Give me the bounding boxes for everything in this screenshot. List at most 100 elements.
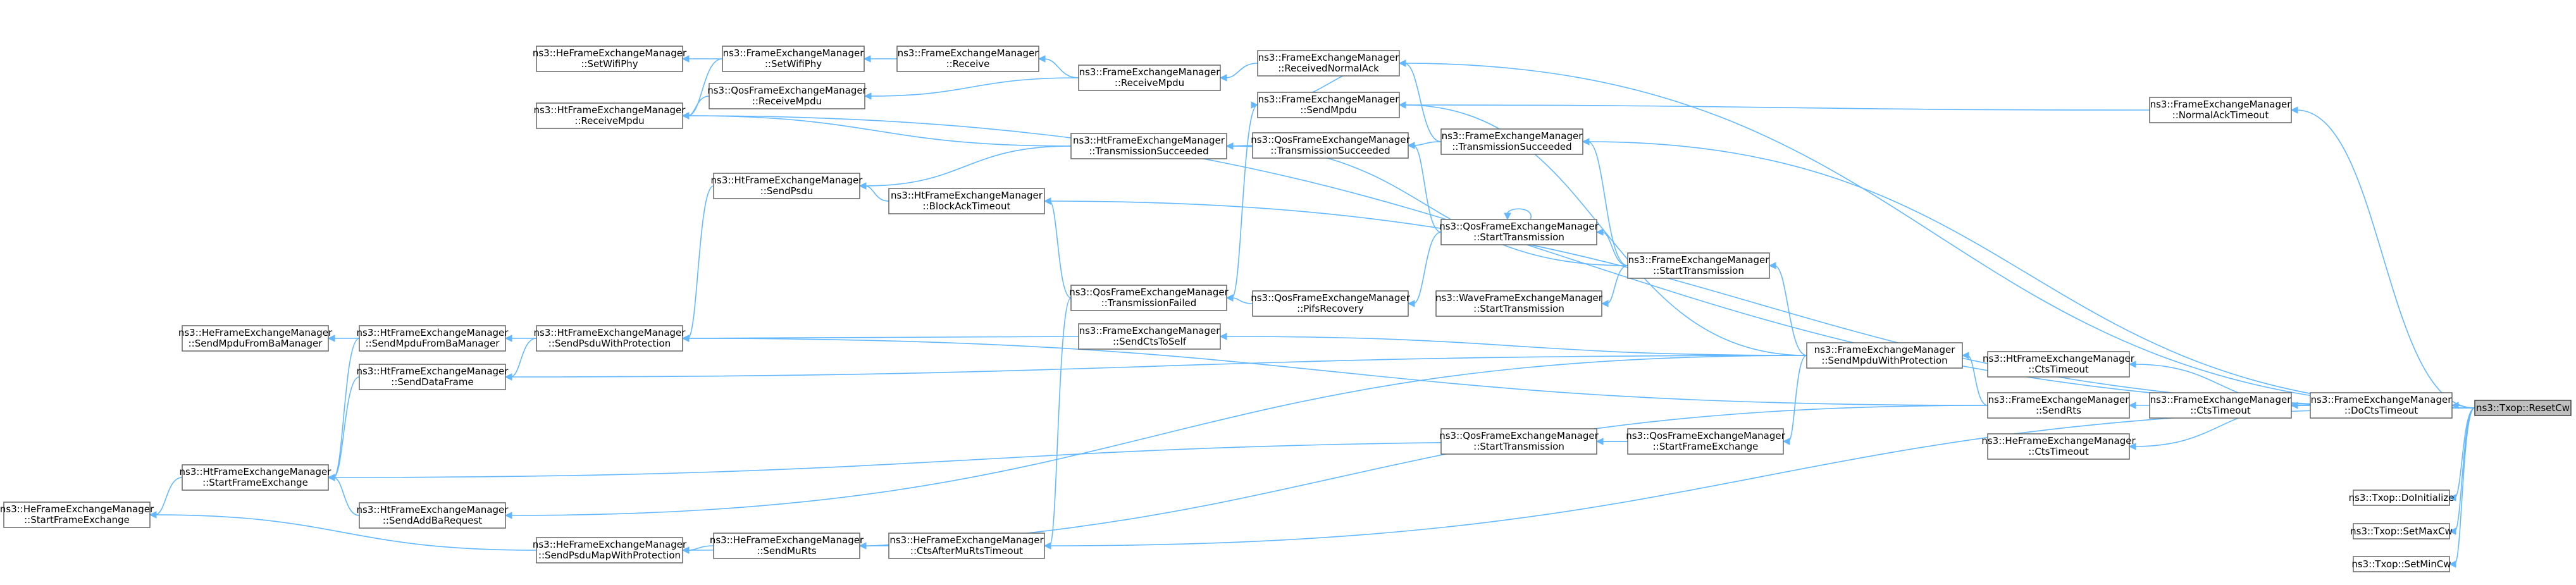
graph-node-do-initialize[interactable]: ns3::Txop::DoInitialize xyxy=(2349,490,2455,506)
graph-node-hefem-send-mpdu-from-ba-manager[interactable]: ns3::HeFrameExchangeManager::SendMpduFro… xyxy=(178,325,333,352)
graph-node-hefem-cts-after-mu-rts-timeout[interactable]: ns3::HeFrameExchangeManager::CtsAfterMuR… xyxy=(888,533,1045,559)
node-label-line1: ns3::HtFrameExchangeManager xyxy=(711,175,864,186)
graph-node-wfem-start-transmission[interactable]: ns3::WaveFrameExchangeManager::StartTran… xyxy=(1435,290,1603,317)
graph-node-fem-send-rts[interactable]: ns3::FrameExchangeManager::SendRts xyxy=(1987,392,2130,419)
node-label-line2: ::SendAddBaRequest xyxy=(383,515,482,526)
graph-node-htfem-send-mpdu-from-ba-manager[interactable]: ns3::HtFrameExchangeManager::SendMpduFro… xyxy=(357,325,509,352)
node-box xyxy=(1078,65,1221,91)
graph-node-fem-receive-mpdu[interactable]: ns3::FrameExchangeManager::ReceiveMpdu xyxy=(1078,65,1221,91)
graph-node-htfem-block-ack-timeout[interactable]: ns3::HtFrameExchangeManager::BlockAckTim… xyxy=(888,188,1045,214)
graph-node-fem-send-cts-to-self[interactable]: ns3::FrameExchangeManager::SendCtsToSelf xyxy=(1078,323,1221,350)
graph-node-hefem-start-frame-exchange[interactable]: ns3::HeFrameExchangeManager::StartFrameE… xyxy=(0,502,154,528)
edge-arrowhead xyxy=(858,542,867,550)
graph-node-hefem-send-psdu-map-with-protection[interactable]: ns3::HeFrameExchangeManager::SendPsduMap… xyxy=(533,537,687,563)
node-box xyxy=(888,533,1045,559)
graph-node-qfem-pifs-recovery[interactable]: ns3::QosFrameExchangeManager::PifsRecove… xyxy=(1251,290,1411,317)
edges-layer xyxy=(149,55,2475,568)
graph-node-htfem-transmission-succeeded[interactable]: ns3::HtFrameExchangeManager::Transmissio… xyxy=(1070,133,1227,159)
graph-node-qfem-transmission-succeeded[interactable]: ns3::QosFrameExchangeManager::Transmissi… xyxy=(1251,132,1411,159)
graph-node-qfem-start-transmission-a[interactable]: ns3::QosFrameExchangeManager::StartTrans… xyxy=(1439,219,1599,245)
edge xyxy=(510,338,537,378)
node-label-line1: ns3::HeFrameExchangeManager xyxy=(533,47,687,59)
edge-arrowhead xyxy=(863,55,871,63)
node-box xyxy=(2149,97,2292,123)
node-label-line2: ::NormalAckTimeout xyxy=(2172,109,2269,121)
node-label-line2: ::ReceiveMpdu xyxy=(1115,77,1184,89)
node-label-line2: ::PifsRecovery xyxy=(1297,303,1364,314)
node-label-line1: ns3::HtFrameExchangeManager xyxy=(1983,353,2135,364)
node-label-line1: ns3::QosFrameExchangeManager xyxy=(1439,221,1599,232)
node-label-line2: ::BlockAckTimeout xyxy=(923,200,1011,212)
node-label-line1: ns3::QosFrameExchangeManager xyxy=(1626,430,1785,441)
node-label-line2: ::SendCtsToSelf xyxy=(1113,336,1187,347)
node-label-line1: ns3::Txop::SetMinCw xyxy=(2351,558,2451,570)
graph-node-fem-normal-ack-timeout[interactable]: ns3::FrameExchangeManager::NormalAckTime… xyxy=(2149,97,2292,123)
edge-arrowhead xyxy=(681,335,690,342)
edge xyxy=(1601,231,1628,266)
edge-arrowhead xyxy=(1219,333,1227,340)
graph-node-hefem-set-wifi-phy[interactable]: ns3::HeFrameExchangeManager::SetWifiPhy xyxy=(533,46,687,72)
node-box xyxy=(1440,219,1597,245)
graph-node-fem-receive[interactable]: ns3::FrameExchangeManager::Receive xyxy=(896,46,1039,72)
edge xyxy=(869,77,1079,97)
node-box xyxy=(1987,392,2130,419)
graph-node-set-min-cw[interactable]: ns3::Txop::SetMinCw xyxy=(2351,556,2451,572)
node-box xyxy=(2353,490,2450,506)
edge xyxy=(1413,145,1442,233)
node-label-line2: ::CtsTimeout xyxy=(2028,364,2089,375)
node-label-line1: ns3::HeFrameExchangeManager xyxy=(1981,435,2136,446)
node-box xyxy=(182,325,329,352)
graph-node-htfem-cts-timeout[interactable]: ns3::HtFrameExchangeManager::CtsTimeout xyxy=(1983,351,2135,378)
graph-node-fem-transmission-succeeded[interactable]: ns3::FrameExchangeManager::TransmissionS… xyxy=(1440,128,1583,155)
graph-node-fem-start-transmission[interactable]: ns3::FrameExchangeManager::StartTransmis… xyxy=(1627,252,1770,279)
edge-arrowhead xyxy=(327,335,335,342)
graph-node-htfem-send-psdu[interactable]: ns3::HtFrameExchangeManager::SendPsdu xyxy=(711,173,864,199)
node-box xyxy=(2353,556,2450,572)
edge xyxy=(1231,297,1253,304)
edge xyxy=(687,185,714,339)
graph-node-hefem-cts-timeout[interactable]: ns3::HeFrameExchangeManager::CtsTimeout xyxy=(1981,433,2136,460)
graph-node-fem-send-mpdu[interactable]: ns3::FrameExchangeManager::SendMpdu xyxy=(1257,92,1400,118)
graph-node-qfem-receive-mpdu[interactable]: ns3::QosFrameExchangeManager::ReceiveMpd… xyxy=(707,83,867,109)
node-box xyxy=(1257,50,1400,77)
graph-node-fem-cts-timeout[interactable]: ns3::FrameExchangeManager::CtsTimeout xyxy=(2149,392,2292,419)
edge xyxy=(1231,145,1253,147)
graph-node-fem-do-cts-timeout[interactable]: ns3::FrameExchangeManager::DoCtsTimeout xyxy=(2310,392,2453,419)
node-label-line1: ns3::HtFrameExchangeManager xyxy=(357,366,509,377)
edge xyxy=(1404,104,2150,111)
graph-node-htfem-send-psdu-with-protection[interactable]: ns3::HtFrameExchangeManager::SendPsduWit… xyxy=(534,325,686,352)
node-label-line1: ns3::FrameExchangeManager xyxy=(2150,394,2292,405)
node-label-line1: ns3::Txop::ResetCw xyxy=(2476,402,2570,414)
graph-node-set-max-cw[interactable]: ns3::Txop::SetMaxCw xyxy=(2350,523,2453,539)
node-box xyxy=(3,502,151,528)
edge-arrowhead xyxy=(1043,197,1051,205)
edge xyxy=(1967,355,1988,406)
edge xyxy=(510,355,1807,516)
edge-arrowhead xyxy=(2448,560,2456,568)
graph-node-qfem-transmission-failed[interactable]: ns3::QosFrameExchangeManager::Transmissi… xyxy=(1069,285,1229,311)
node-label-line1: ns3::Txop::SetMaxCw xyxy=(2350,526,2453,537)
node-label-line2: ::SendPsduMapWithProtection xyxy=(538,550,681,561)
graph-node-htfem-start-frame-exchange[interactable]: ns3::HtFrameExchangeManager::StartFrameE… xyxy=(180,464,332,491)
graph-node-htfem-send-addba-request[interactable]: ns3::HtFrameExchangeManager::SendAddBaRe… xyxy=(357,502,509,529)
node-box xyxy=(536,46,683,72)
node-label-line1: ns3::HtFrameExchangeManager xyxy=(357,504,509,515)
graph-node-qfem-start-frame-exchange[interactable]: ns3::QosFrameExchangeManager::StartFrame… xyxy=(1626,428,1786,455)
node-label-line1: ns3::FrameExchangeManager xyxy=(2311,394,2453,405)
graph-node-fem-received-normal-ack[interactable]: ns3::FrameExchangeManager::ReceivedNorma… xyxy=(1257,50,1400,77)
graph-node-qfem-start-transmission-b[interactable]: ns3::QosFrameExchangeManager::StartTrans… xyxy=(1439,428,1599,455)
graph-node-target[interactable]: ns3::Txop::ResetCw xyxy=(2474,400,2572,416)
edge xyxy=(1587,141,2475,409)
edge xyxy=(864,145,1072,187)
graph-node-fem-set-wifi-phy[interactable]: ns3::FrameExchangeManager::SetWifiPhy xyxy=(722,46,865,72)
graph-node-hefem-send-mu-rts[interactable]: ns3::HeFrameExchangeManager::SendMuRts xyxy=(710,533,864,559)
graph-node-fem-send-mpdu-with-protection[interactable]: ns3::FrameExchangeManager::SendMpduWithP… xyxy=(1806,342,1963,369)
node-label-line1: ns3::FrameExchangeManager xyxy=(1258,94,1400,105)
edge-arrowhead xyxy=(149,511,157,519)
node-label-line2: ::SetWifiPhy xyxy=(581,58,638,70)
node-label-line1: ns3::FrameExchangeManager xyxy=(2150,99,2292,110)
graph-node-htfem-receive-mpdu[interactable]: ns3::HtFrameExchangeManager::ReceiveMpdu xyxy=(534,102,686,129)
graph-node-htfem-send-data-frame[interactable]: ns3::HtFrameExchangeManager::SendDataFra… xyxy=(357,364,509,390)
node-label-line2: ::TransmissionSucceeded xyxy=(1270,145,1390,156)
edge xyxy=(510,355,1807,378)
